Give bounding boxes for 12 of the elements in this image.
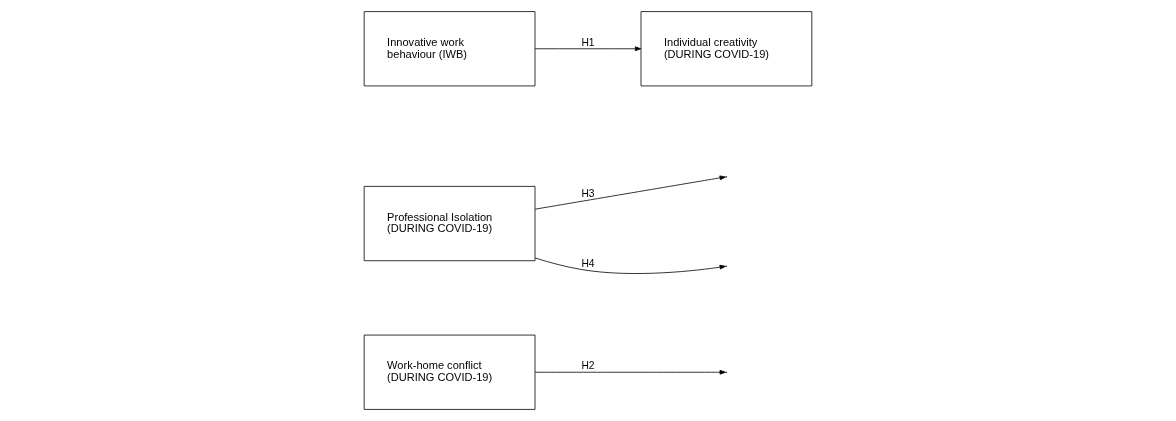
node-box: Work-home conflict (DURING COVID-19) <box>363 334 536 410</box>
edge-label: H3 <box>581 187 595 199</box>
arrow <box>534 175 726 210</box>
edge-label: H4 <box>581 257 595 269</box>
edge-label: H2 <box>581 360 595 372</box>
arrow <box>534 46 642 52</box>
node-box: Innovative work behaviour (IWB) <box>363 11 536 87</box>
edge-label: H1 <box>581 36 595 48</box>
node-box: Professional Isolation (DURING COVID-19) <box>363 186 536 262</box>
node-box: Individual creativity (DURING COVID-19) <box>640 11 813 87</box>
arrow <box>534 369 726 375</box>
arrow <box>534 257 726 274</box>
